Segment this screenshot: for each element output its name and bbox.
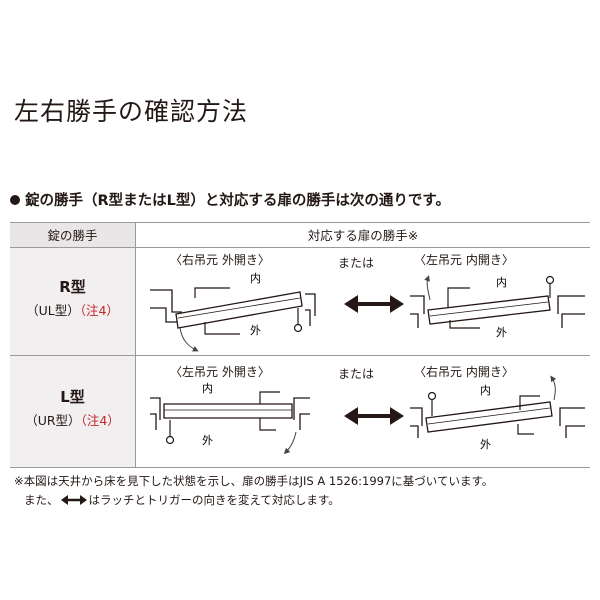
inside-label-1: 内	[250, 271, 261, 285]
double-arrow-icon-l	[344, 407, 404, 425]
header-door-handing: 対応する扉の勝手※	[136, 222, 590, 247]
double-arrow-icon	[60, 495, 87, 505]
table-header-border	[10, 247, 590, 248]
lock-sub-l: （UR型）（注4）	[10, 410, 135, 429]
inside-label-2: 内	[496, 275, 507, 289]
door-diagrams: 内 外 内 外	[150, 271, 585, 455]
footnote-2-prefix: また、	[24, 493, 59, 507]
page-title: 左右勝手の確認方法	[14, 97, 249, 126]
outside-label-4: 外	[480, 438, 491, 451]
label-right-hinge-outswing: 〈右吊元 外開き〉	[170, 253, 270, 267]
lock-name-r: R型	[59, 278, 86, 296]
table-column-divider	[135, 222, 136, 467]
inside-label-4: 内	[480, 383, 491, 397]
door-diagram-r-inswing: 内 外	[410, 275, 585, 339]
table-bottom-border	[10, 467, 590, 468]
intro-label: 錠の勝手（R型またはL型）と対応する扉の勝手は次の通りです。	[25, 193, 450, 209]
door-diagram-l-outswing: 内 外	[150, 381, 310, 455]
label-right-hinge-inswing: 〈右吊元 内開き〉	[414, 365, 514, 379]
footnote-2-suffix: はラッチとトリガーの向きを変えて対応します。	[88, 493, 340, 507]
door-diagram-l-inswing: 内 外	[410, 375, 585, 451]
lock-cell-l: L型 （UR型）（注4）	[10, 356, 135, 467]
lock-note-l: （注4）	[80, 413, 120, 428]
outside-label-1: 外	[250, 324, 261, 337]
footnote-2: また、 はラッチとトリガーの向きを変えて対応します。	[24, 492, 340, 508]
door-diagram-r-outswing: 内 外	[150, 271, 316, 352]
or-label-r: または	[338, 256, 375, 270]
lock-sub-r-label: （UL型）	[26, 303, 80, 318]
intro-text: 錠の勝手（R型またはL型）と対応する扉の勝手は次の通りです。	[10, 189, 450, 210]
outside-label-2: 外	[496, 326, 507, 339]
lock-sub-r: （UL型）（注4）	[10, 300, 135, 319]
outside-label-3: 外	[202, 434, 213, 447]
or-label-l: または	[338, 367, 375, 381]
lock-name-l: L型	[60, 388, 85, 406]
table-row-border	[10, 355, 590, 356]
bullet-icon	[10, 194, 20, 205]
label-left-hinge-outswing: 〈左吊元 外開き〉	[170, 365, 270, 379]
lock-note-r: （注4）	[79, 303, 119, 318]
lock-cell-r: R型 （UL型）（注4）	[10, 248, 135, 355]
handing-table: 錠の勝手 対応する扉の勝手※ R型 （UL型）（注4） L型 （UR型）（注4）…	[10, 222, 590, 468]
inside-label-3: 内	[202, 381, 213, 395]
double-arrow-icon-r	[344, 295, 404, 313]
footnote-1: ※本図は天井から床を見下した状態を示し、扉の勝手はJIS A 1526:1997…	[14, 474, 494, 488]
table-top-border	[10, 222, 590, 223]
header-lock-handing: 錠の勝手	[10, 222, 135, 247]
lock-sub-l-label: （UR型）	[25, 413, 81, 428]
label-left-hinge-inswing: 〈左吊元 内開き〉	[414, 253, 514, 267]
